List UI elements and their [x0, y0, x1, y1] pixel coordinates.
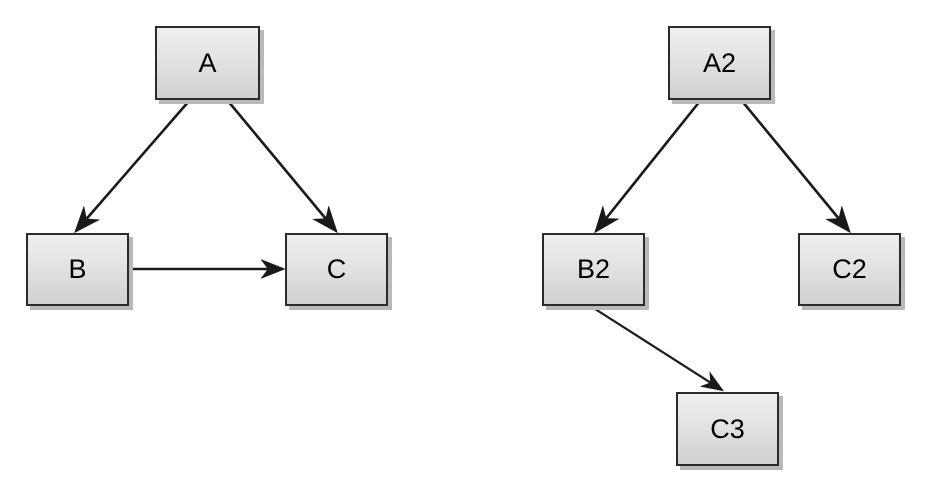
- edge-a-to-c: [227, 100, 336, 231]
- node-c2[interactable]: C2: [798, 233, 901, 306]
- node-b-label: B: [68, 254, 87, 284]
- node-a2[interactable]: A2: [668, 26, 771, 100]
- node-c3[interactable]: C3: [676, 392, 779, 466]
- node-b2[interactable]: B2: [542, 233, 645, 306]
- node-c[interactable]: C: [285, 233, 388, 306]
- node-c3-label: C3: [710, 413, 745, 444]
- node-c-label: C: [326, 254, 347, 284]
- edge-b2-to-c3: [591, 306, 722, 390]
- node-a2-label: A2: [702, 47, 737, 78]
- node-a-label: A: [198, 47, 217, 78]
- edge-a2-to-b2: [596, 100, 702, 231]
- edge-a2-to-c2: [740, 100, 849, 231]
- node-c2-label: C2: [832, 254, 867, 284]
- node-b2-label: B2: [576, 254, 611, 284]
- node-a[interactable]: A: [155, 26, 260, 100]
- edge-a-to-b: [76, 100, 190, 231]
- node-b[interactable]: B: [26, 233, 129, 306]
